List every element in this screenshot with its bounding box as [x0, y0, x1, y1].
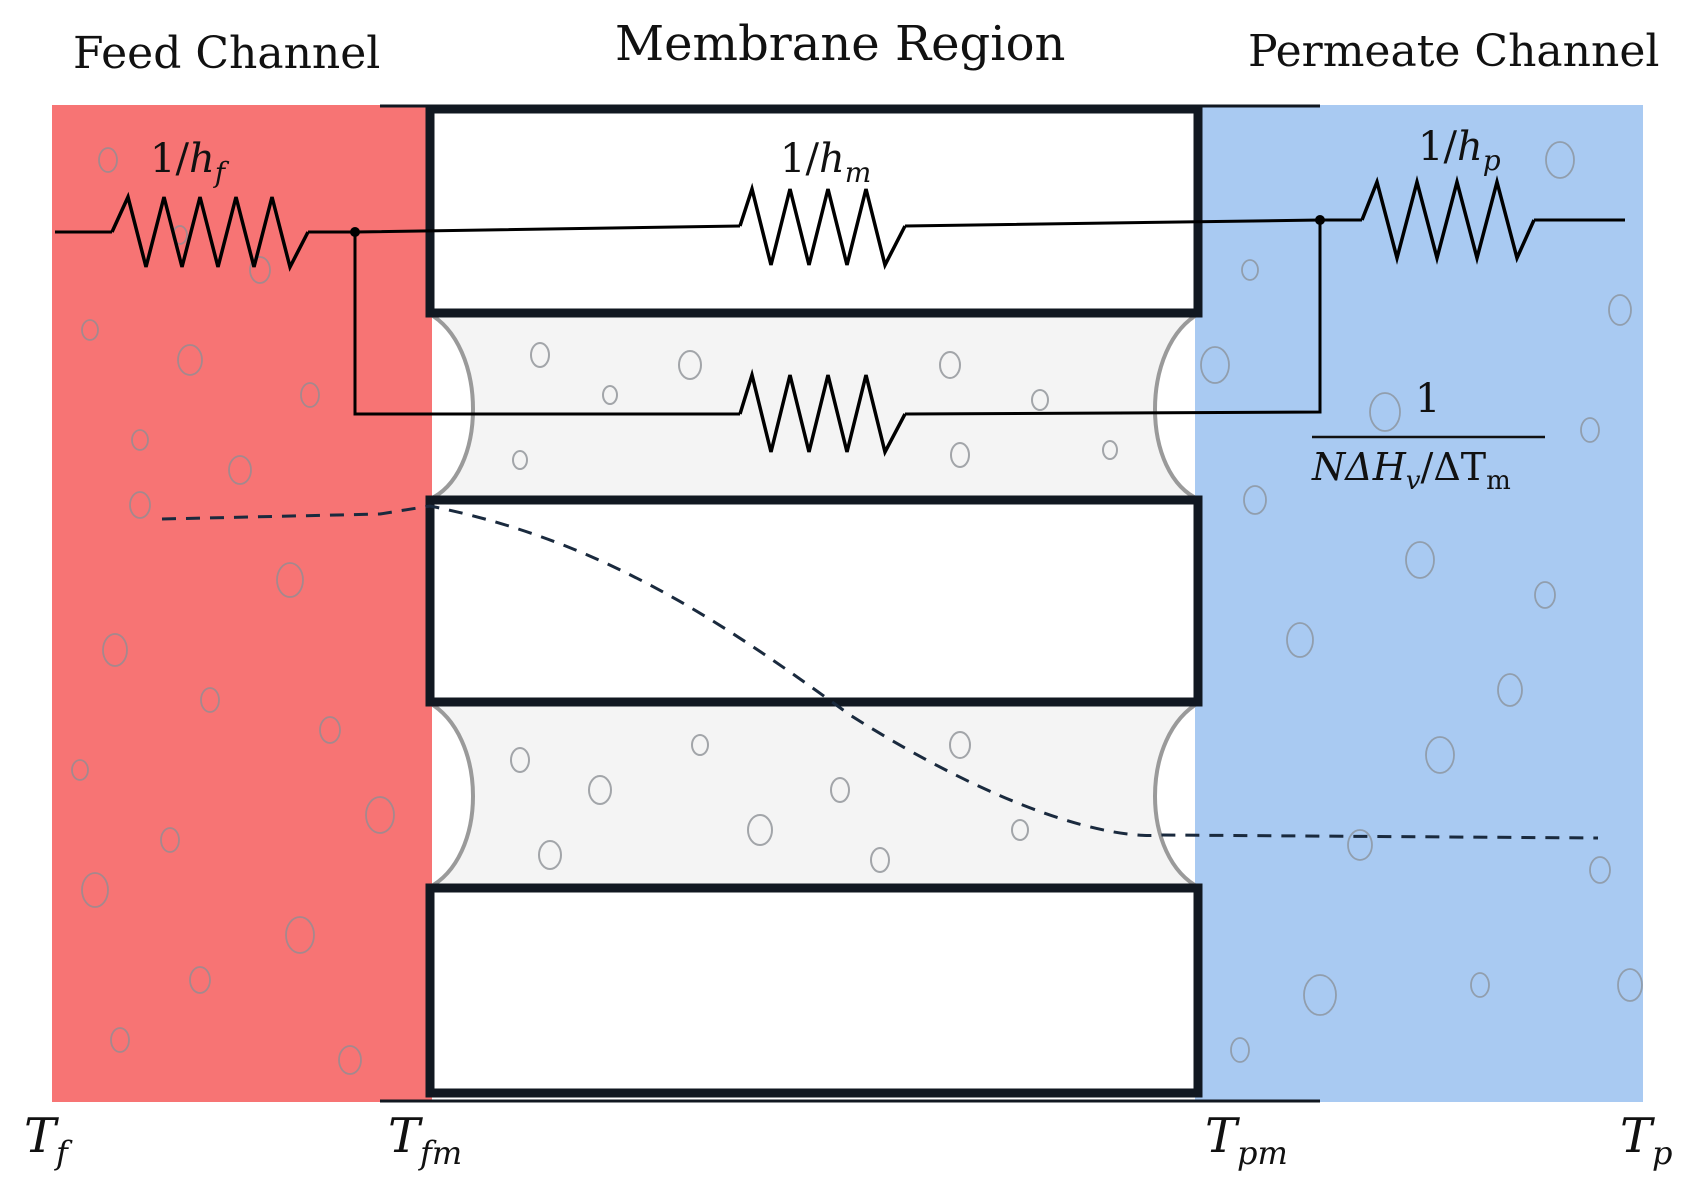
membrane-region-header: Membrane Region [615, 16, 1065, 72]
feed-resistor [110, 191, 310, 272]
vapor-transport-resistor [738, 368, 907, 457]
feed-node [350, 227, 360, 237]
membrane-pore-lower [427, 700, 1201, 890]
water-droplets [71, 141, 1643, 1075]
feed-channel-region [52, 105, 432, 1102]
membrane-resistance-label: 1/hm [780, 136, 871, 189]
membrane-block-1 [425, 104, 1203, 318]
permeate-resistance-label: 1/hp [1418, 124, 1501, 177]
membrane-pore-upper [427, 311, 1201, 502]
thermal-circuit [55, 175, 1625, 457]
temperature-tfm-label: Tfm [388, 1108, 462, 1172]
permeate-node [1315, 215, 1325, 225]
membrane-conduction-resistor [738, 182, 907, 270]
membrane-block-2 [425, 495, 1203, 707]
feed-resistance-label: 1/hf [150, 136, 230, 189]
temperature-profile [161, 504, 1599, 840]
membrane-block-3 [425, 883, 1203, 1098]
temperature-tpm-label: Tpm [1205, 1108, 1288, 1172]
permeate-resistor [1360, 175, 1536, 265]
permeate-channel-region [1195, 105, 1643, 1102]
vapor-resistance-denominator: NΔHv/ΔTm [1311, 445, 1511, 496]
permeate-channel-header: Permeate Channel [1248, 26, 1659, 77]
feed-channel-header: Feed Channel [73, 28, 380, 79]
membrane-blocks [425, 104, 1203, 1098]
temperature-tf-label: Tf [24, 1108, 73, 1172]
vapor-resistance-fraction: 1 NΔHv/ΔTm [1311, 376, 1545, 496]
vapor-resistance-numerator: 1 [1415, 376, 1440, 422]
temperature-tp-label: Tp [1620, 1108, 1673, 1172]
